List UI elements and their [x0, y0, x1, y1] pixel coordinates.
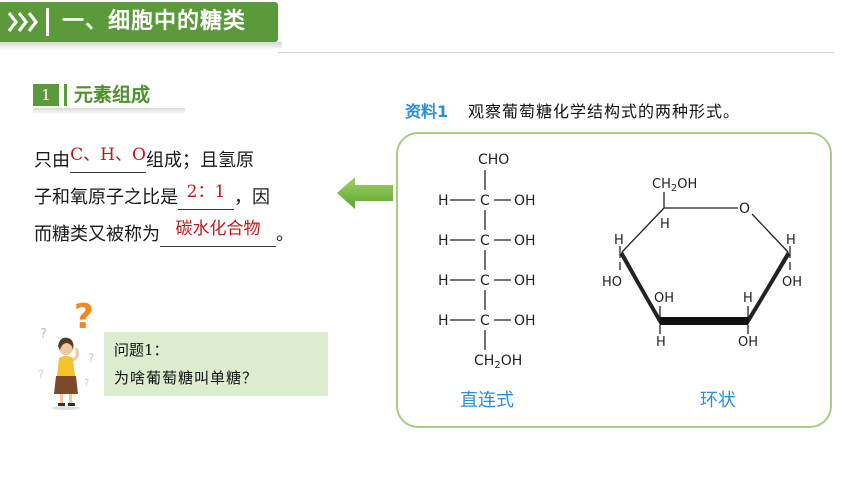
material-label: 资料1 [405, 102, 449, 121]
page-title: 一、细胞中的糖类 [62, 9, 247, 34]
ring-ch2oh: CH2OH [652, 177, 697, 194]
text-segment: ，因 [234, 187, 270, 208]
chain-h-3: H [438, 273, 449, 289]
svg-text:?: ? [74, 302, 94, 337]
ring-oh-right: OH [782, 275, 802, 290]
ring-h-b1: H [656, 335, 666, 350]
ring-o: O [739, 201, 750, 217]
chain-caption: 直连式 [460, 390, 514, 411]
ring-oh-b1: OH [654, 291, 674, 306]
thinking-girl-icon: ? ? ? ? ? [38, 302, 94, 410]
ring-h-b2: H [743, 291, 753, 306]
ring-h-left: H [614, 233, 624, 248]
ring-h-right: H [786, 233, 796, 248]
triple-chevron-icon [7, 12, 39, 32]
answer-name: 碳水化合物 [175, 219, 261, 239]
section-number: 1 [33, 84, 59, 106]
content-paragraph: 只由C、H、O组成；且氢原 子和氧原子之比是 2：1 ，因 而糖类又被称为碳水化合物… [34, 142, 324, 253]
svg-text:?: ? [40, 327, 47, 342]
chain-c-1: C [480, 193, 490, 209]
question-text: 为啥葡萄糖叫单糖？ [114, 369, 259, 387]
chain-c-2: C [480, 233, 490, 249]
header-rule [278, 52, 834, 53]
svg-text:?: ? [38, 368, 44, 381]
ring-ho-left: HO [602, 275, 622, 290]
glucose-structure-panel: CHO H C OH H C OH H C OH H C OH [396, 132, 832, 428]
chain-c-4: C [480, 313, 490, 329]
answer-ratio: 2：1 [186, 182, 226, 202]
left-arrow-icon [337, 177, 393, 209]
ring-caption: 环状 [700, 390, 736, 411]
ring-form: CH2OH O H H HO H OH OH H H [602, 177, 802, 350]
text-segment: 组成；且氢原 [146, 150, 254, 171]
question-box: 问题1： 为啥葡萄糖叫单糖？ [104, 332, 328, 396]
blank-name: 碳水化合物 [160, 219, 276, 247]
chain-c-3: C [480, 273, 490, 289]
chain-h-4: H [438, 313, 449, 329]
section-bar [64, 84, 67, 106]
text-segment: 而糖类又被称为 [34, 224, 160, 245]
blank-ratio: 2：1 [178, 182, 234, 210]
ring-h-top: H [660, 217, 670, 232]
material-text: 观察葡萄糖化学结构式的两种形式。 [468, 102, 741, 121]
chain-h-1: H [438, 193, 449, 209]
section-header-bar: 一、细胞中的糖类 [0, 2, 278, 42]
question-number: 问题1： [114, 341, 169, 359]
ring-oh-b2: OH [738, 335, 758, 350]
blank-elements: C、H、O [70, 145, 146, 173]
svg-text:?: ? [88, 351, 94, 365]
answer-elements: C、H、O [70, 145, 146, 165]
chain-oh-3: OH [514, 273, 536, 289]
chain-form: CHO H C OH H C OH H C OH H C OH [438, 152, 536, 371]
header-shadow [0, 42, 282, 50]
chain-ch2oh: CH2OH [474, 353, 522, 371]
chain-h-2: H [438, 233, 449, 249]
header-divider [46, 8, 49, 36]
section-title: 元素组成 [74, 84, 151, 106]
text-segment: 子和氧原子之比是 [34, 187, 178, 208]
text-segment: 只由 [34, 150, 70, 171]
chain-oh-2: OH [514, 233, 536, 249]
chain-oh-1: OH [514, 193, 536, 209]
chain-cho: CHO [478, 152, 509, 168]
chain-oh-4: OH [514, 313, 536, 329]
section-underline [33, 108, 185, 114]
svg-text:?: ? [84, 378, 89, 389]
text-segment: 。 [276, 224, 294, 245]
glucose-structures-svg: CHO H C OH H C OH H C OH H C OH [438, 152, 802, 371]
